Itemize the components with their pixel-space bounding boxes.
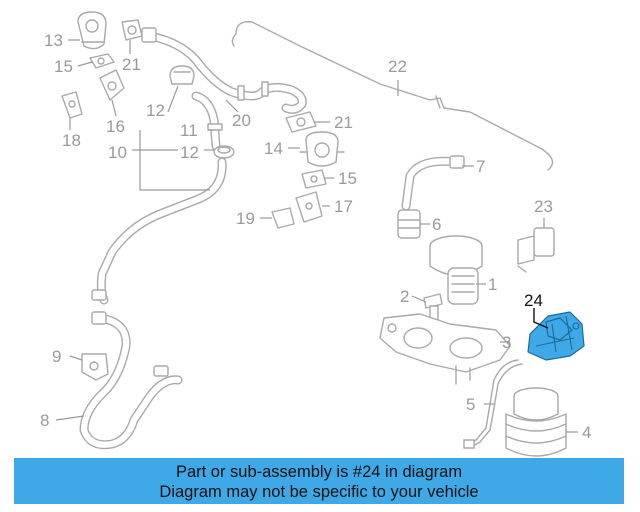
callout-4: 4 bbox=[582, 423, 591, 442]
callout-1: 1 bbox=[488, 275, 497, 294]
air-pump-1 bbox=[429, 235, 483, 305]
callout-8: 8 bbox=[40, 411, 49, 430]
callout-17: 17 bbox=[334, 197, 353, 216]
clamp-12b bbox=[213, 145, 235, 159]
hose-11 bbox=[191, 91, 223, 151]
callout-10: 10 bbox=[108, 143, 127, 162]
solenoid-23 bbox=[517, 227, 555, 273]
valve-13 bbox=[77, 11, 107, 50]
info-banner: Part or sub-assembly is #24 in diagram D… bbox=[14, 458, 624, 504]
callout-16: 16 bbox=[106, 117, 125, 136]
callout-7: 7 bbox=[476, 157, 485, 176]
hose-7 bbox=[401, 155, 465, 211]
connector-6 bbox=[397, 209, 421, 239]
callout-21b: 21 bbox=[334, 113, 353, 132]
bracket-9 bbox=[81, 353, 109, 381]
gasket-15a bbox=[89, 53, 115, 69]
gasket-15b bbox=[301, 169, 327, 189]
callout-24[interactable]: 24 bbox=[524, 291, 543, 310]
hose-10 bbox=[91, 157, 227, 305]
callout-22: 22 bbox=[388, 57, 407, 76]
callout-19: 19 bbox=[236, 209, 255, 228]
bracket-17 bbox=[295, 191, 323, 223]
leader-lines bbox=[55, 39, 578, 433]
callout-6: 6 bbox=[432, 215, 441, 234]
bracket-18 bbox=[61, 91, 83, 119]
callout-23: 23 bbox=[534, 197, 553, 216]
callout-20: 20 bbox=[232, 111, 251, 130]
bolt-19 bbox=[271, 207, 295, 229]
hose-20 bbox=[141, 27, 307, 114]
callout-15b: 15 bbox=[338, 169, 357, 188]
flange-16 bbox=[99, 69, 125, 101]
callout-5: 5 bbox=[466, 395, 475, 414]
callout-3: 3 bbox=[502, 333, 511, 352]
bolt-2 bbox=[423, 293, 443, 321]
callout-9: 9 bbox=[52, 347, 61, 366]
filter-4 bbox=[505, 387, 567, 457]
gasket-21b bbox=[285, 111, 317, 133]
banner-line-1: Part or sub-assembly is #24 in diagram bbox=[175, 463, 463, 481]
callout-11: 11 bbox=[180, 121, 198, 140]
banner-line-2: Diagram may not be specific to your vehi… bbox=[159, 483, 479, 501]
callout-12b: 12 bbox=[180, 143, 199, 162]
callout-labels: 13 15 21 16 18 12 11 20 10 12 22 21 14 1… bbox=[40, 31, 591, 442]
callout-2: 2 bbox=[400, 287, 409, 306]
bracket-24-highlighted[interactable] bbox=[527, 311, 585, 361]
callout-21a: 21 bbox=[122, 55, 141, 74]
valve-14 bbox=[299, 131, 345, 167]
hose-8 bbox=[79, 311, 183, 450]
hose-5 bbox=[463, 359, 523, 449]
callout-12a: 12 bbox=[146, 101, 165, 120]
callout-18: 18 bbox=[62, 131, 81, 150]
gasket-21a bbox=[121, 19, 143, 41]
callout-15a: 15 bbox=[54, 57, 73, 76]
cap-12a bbox=[169, 65, 195, 85]
callout-14: 14 bbox=[264, 139, 283, 158]
bracket-3 bbox=[379, 313, 511, 385]
callout-13: 13 bbox=[44, 31, 63, 50]
vacuum-line-22 bbox=[231, 21, 554, 171]
